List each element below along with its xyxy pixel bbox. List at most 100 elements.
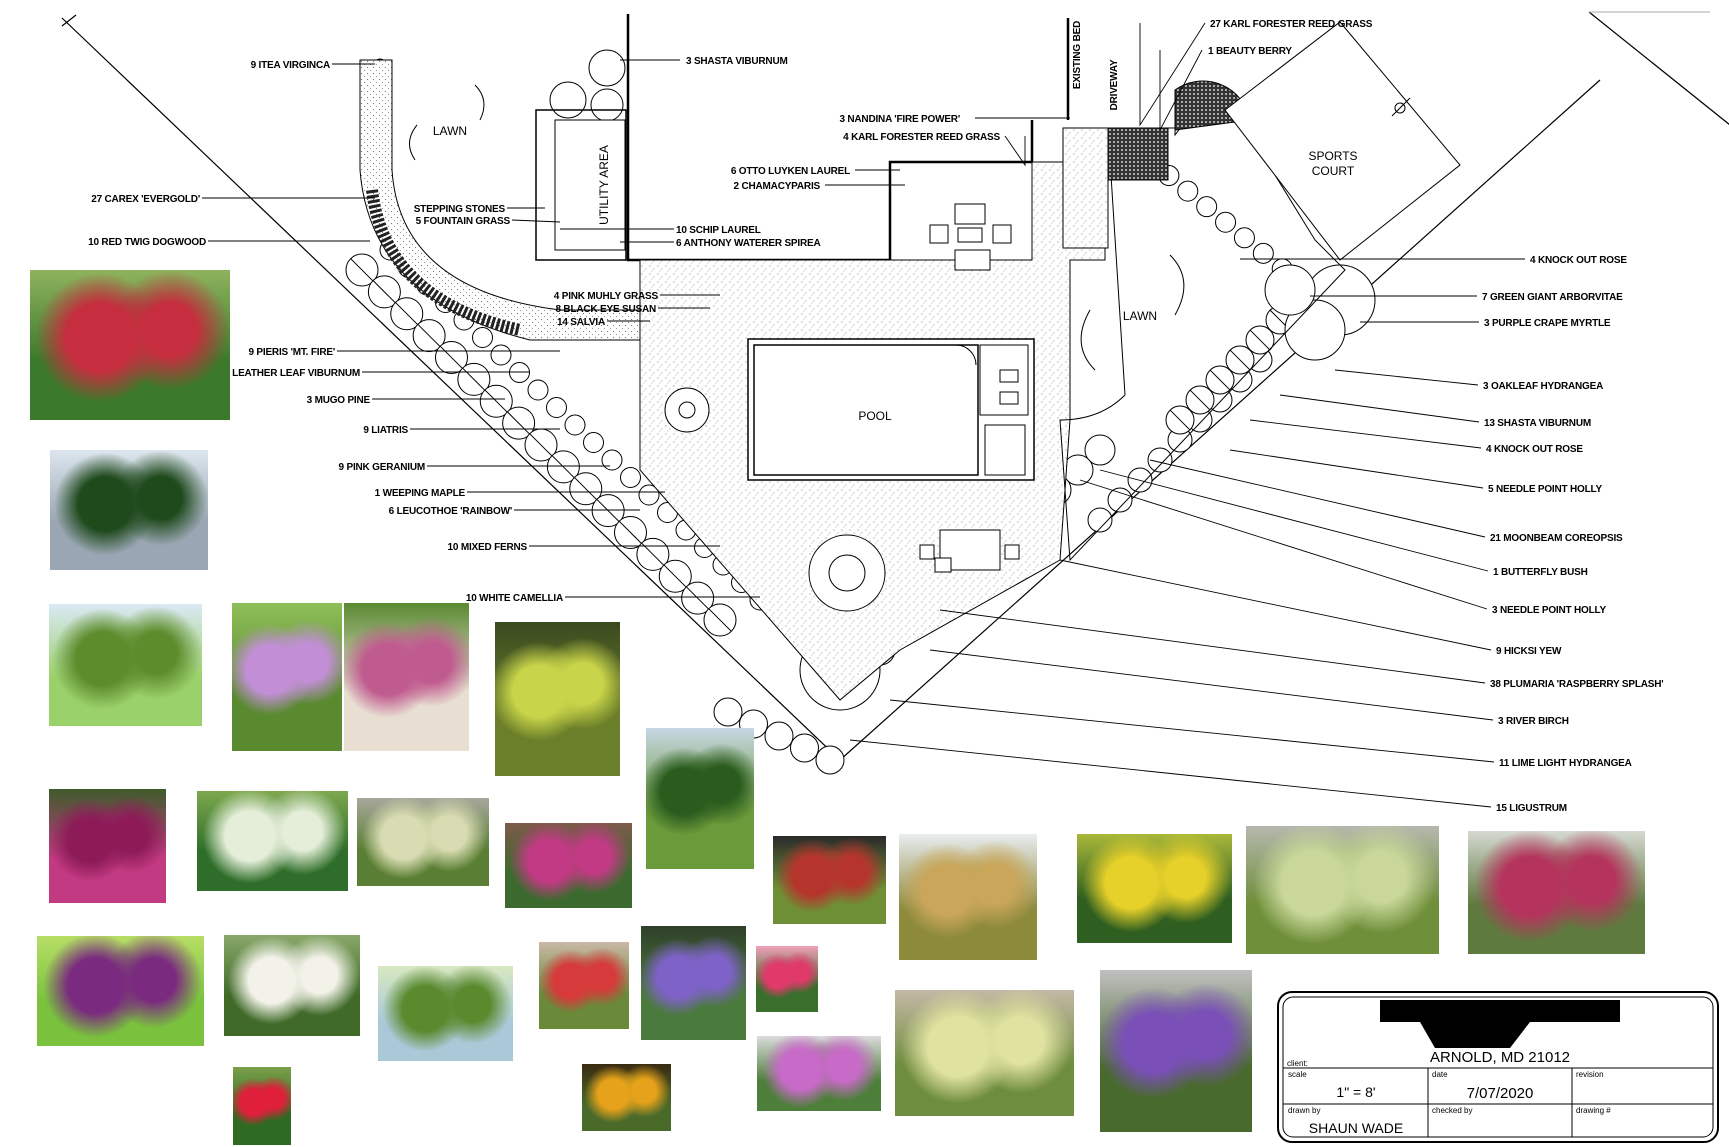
carex-evergold-photo <box>895 990 1074 1116</box>
patio-furniture <box>664 203 1020 612</box>
callout-right-2: 3 PURPLE CRAPE MYRTLE <box>1484 318 1611 329</box>
callout-left-0: 9 ITEA VIRGINCA <box>251 60 330 71</box>
callout-right-8: 1 BUTTERFLY BUSH <box>1493 567 1588 578</box>
callout-right-6: 5 NEEDLE POINT HOLLY <box>1488 484 1603 495</box>
area-labels: LAWN LAWN UTILITY AREA EXISTING BED DRIV… <box>409 21 1185 371</box>
callout-left-14: 6 LEUCOTHOE 'RAINBOW' <box>389 506 512 517</box>
callout-left-5: 4 PINK MUHLY GRASS <box>554 291 659 302</box>
callout-top-3: 3 NANDINA 'FIRE POWER' <box>839 114 960 125</box>
callout-right-13-leader <box>889 699 1495 763</box>
sports-court: SPORTS COURT <box>1224 21 1461 261</box>
red-twig-dogwood-photo <box>539 942 629 1029</box>
drawing-number-label: drawing # <box>1576 1106 1611 1115</box>
callout-right-10-leader <box>1059 559 1492 651</box>
callout-right-1: 7 GREEN GIANT ARBORVITAE <box>1482 292 1623 303</box>
callout-top-8-leader <box>1159 49 1203 131</box>
pink-impatiens-photo <box>756 946 818 1012</box>
callout-top-5: 6 OTTO LUYKEN LAUREL <box>731 166 850 177</box>
callout-right-7-leader <box>1149 459 1486 538</box>
callout-top-8: 1 BEAUTY BERRY <box>1208 46 1292 57</box>
knock-out-rose-photo <box>233 1067 291 1145</box>
plant-callouts: 9 ITEA VIRGINCA 27 CAREX 'EVERGOLD' 10 RED… <box>88 19 1663 814</box>
crape-myrtle-tree-photo <box>344 603 469 751</box>
callout-left-4-leader <box>511 219 561 223</box>
callout-right-14-leader <box>849 739 1492 808</box>
river-birch-photo <box>49 604 202 726</box>
karl-forester-grass-photo <box>899 834 1037 960</box>
callout-right-3-leader <box>1334 369 1479 386</box>
hicksi-yew-photo <box>646 728 754 869</box>
callout-left-16: 10 WHITE CAMELLIA <box>466 593 563 604</box>
callout-top-1: 10 SCHIP LAUREL <box>676 225 761 236</box>
callout-top-7: 27 KARL FORESTER REED GRASS <box>1210 19 1373 30</box>
moonbeam-coreopsis-photo <box>1077 834 1232 943</box>
callout-top-7-leader <box>1139 22 1206 127</box>
callout-left-11: 9 LIATRIS <box>363 425 408 436</box>
callout-left-9: 14 LEATHER LEAF VIBURNUM <box>219 368 360 379</box>
callout-right-3: 3 OAKLEAF HYDRANGEA <box>1483 381 1603 392</box>
shasta-viburnum-photo <box>1246 826 1439 954</box>
utility-area-label: UTILITY AREA <box>597 145 611 225</box>
callout-top-0: 3 SHASTA VIBURNUM <box>686 56 788 67</box>
callout-right-11: 38 PLUMARIA 'RASPBERRY SPLASH' <box>1490 679 1663 690</box>
checked-by-label: checked by <box>1432 1106 1472 1115</box>
salvia-purple-photo <box>1100 970 1252 1132</box>
sports-court-label-2: COURT <box>1312 164 1355 178</box>
existing-bed-label: EXISTING BED <box>1072 21 1083 89</box>
callout-right-7: 21 MOONBEAM COREOPSIS <box>1490 533 1623 544</box>
callout-left-7: 14 SALVIA <box>557 317 605 328</box>
callout-right-5: 4 KNOCK OUT ROSE <box>1486 444 1583 455</box>
oakleaf-hydrangea-photo <box>357 798 489 886</box>
client-label: client: <box>1287 1059 1308 1068</box>
callout-left-10: 3 MUGO PINE <box>307 395 371 406</box>
revision-label: revision <box>1576 1070 1604 1079</box>
redacted-logo <box>1380 1000 1620 1048</box>
callout-right-9-leader <box>1079 479 1488 610</box>
pool: POOL <box>747 338 1035 481</box>
butterfly-bush-photo <box>49 789 166 903</box>
lawn-right-label: LAWN <box>1123 309 1157 323</box>
lawn-left-label: LAWN <box>433 124 467 138</box>
weeping-maple-photo <box>30 270 230 420</box>
pool-label: POOL <box>858 409 892 423</box>
scale-label: scale <box>1288 1070 1307 1079</box>
callout-top-2: 6 ANTHONY WATERER SPIREA <box>676 238 820 249</box>
sports-court-label-1: SPORTS <box>1308 149 1357 163</box>
callout-left-6: 8 BLACK EYE SUSAN <box>555 304 656 315</box>
leatherleaf-viburnum-photo <box>378 966 513 1061</box>
callout-right-14: 15 LIGUSTRUM <box>1496 803 1567 814</box>
title-block: client: ARNOLD, MD 21012 scale 1" = 8' d… <box>1277 991 1719 1143</box>
callout-right-5-leader <box>1249 419 1482 449</box>
callout-right-4-leader <box>1279 394 1480 423</box>
date-value: 7/07/2020 <box>1467 1085 1534 1102</box>
otto-luyken-laurel-photo <box>197 791 348 891</box>
callout-right-12-leader <box>929 649 1494 721</box>
chamaecyparis-photo <box>495 622 620 776</box>
callout-left-1: 27 CAREX 'EVERGOLD' <box>91 194 200 205</box>
callout-top-6: 2 CHAMACYPARIS <box>734 181 821 192</box>
callout-right-11-leader <box>939 609 1486 684</box>
liatris-photo <box>757 1036 881 1111</box>
callout-right-10: 9 HICKSI YEW <box>1496 646 1562 657</box>
date-label: date <box>1432 1070 1448 1079</box>
pink-geranium-photo <box>505 823 632 908</box>
callout-left-8: 9 PIERIS 'MT. FIRE' <box>248 347 335 358</box>
green-giant-arborvitae-photo <box>50 450 208 570</box>
scale-value: 1" = 8' <box>1336 1084 1375 1100</box>
callout-left-15: 10 MIXED FERNS <box>448 542 528 553</box>
driveway-label: DRIVEWAY <box>1109 59 1120 110</box>
callout-right-6-leader <box>1229 449 1484 489</box>
pieris-photo <box>1468 831 1645 954</box>
callout-right-9: 3 NEEDLE POINT HOLLY <box>1492 605 1607 616</box>
callout-left-3: STEPPING STONES <box>414 204 506 215</box>
black-eyed-susan-photo <box>582 1064 671 1131</box>
callout-right-0: 4 KNOCK OUT ROSE <box>1530 255 1627 266</box>
callout-left-4: 5 FOUNTAIN GRASS <box>416 216 511 227</box>
callout-top-4: 4 KARL FORESTER REED GRASS <box>843 132 1000 143</box>
client-value: ARNOLD, MD 21012 <box>1430 1049 1570 1066</box>
callout-top-4-leader <box>1004 135 1026 167</box>
nandina-photo <box>773 836 886 924</box>
callout-left-2: 10 RED TWIG DOGWOOD <box>88 237 206 248</box>
beauty-berry-photo <box>37 936 204 1046</box>
